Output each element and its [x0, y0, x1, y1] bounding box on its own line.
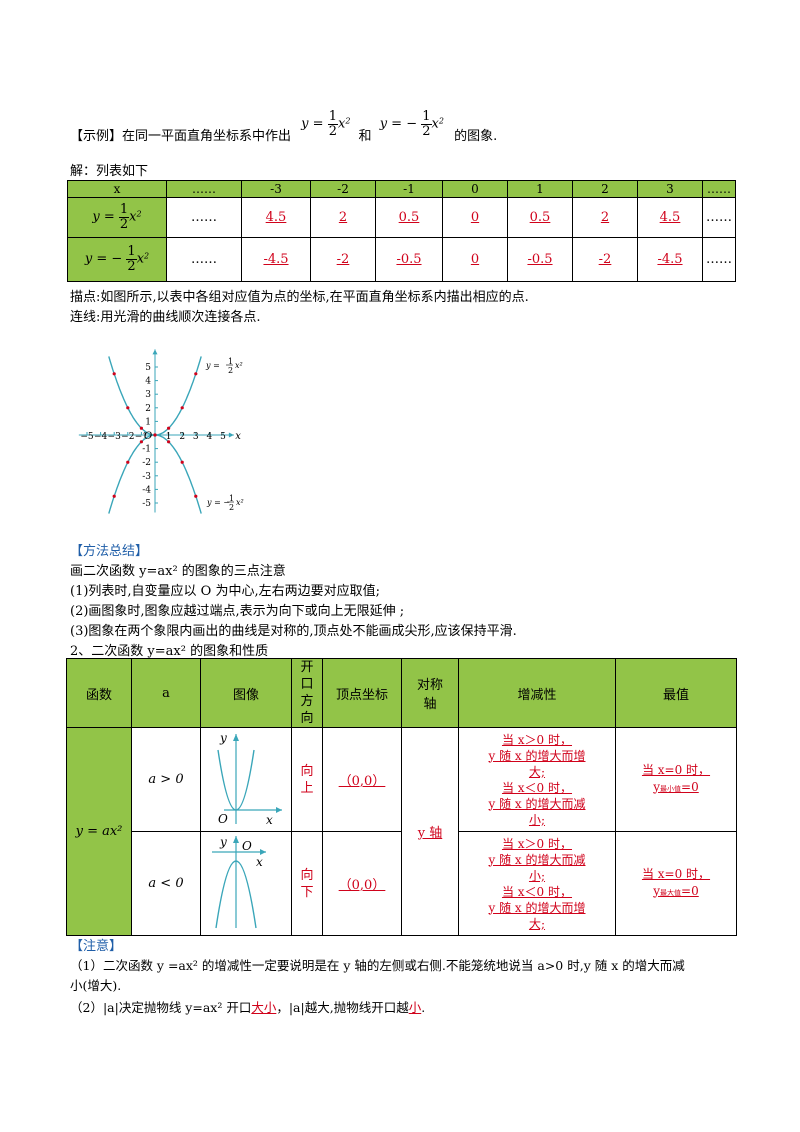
- x-tick-label: −4: [94, 432, 108, 442]
- lower-point: [167, 440, 171, 444]
- svg-text:O: O: [242, 839, 252, 853]
- axis-cell: y 轴: [401, 727, 459, 936]
- curve-label-lhs: y = −: [206, 498, 230, 507]
- y-axis-arrow: [152, 349, 158, 355]
- note-title: 【注意】: [70, 939, 123, 954]
- x-tick-label: 5: [220, 432, 226, 442]
- curve-label-num: 1: [229, 494, 234, 503]
- mono-cell: 当 x＞0 时，y 随 x 的增大而增大;当 x＜0 时，y 随 x 的增大而减…: [458, 727, 616, 832]
- note-p1-cont: 小(增大).: [70, 978, 122, 993]
- y-tick-label: 1: [145, 417, 151, 427]
- x-tick-label: 4: [207, 432, 213, 442]
- graph-points: [112, 372, 198, 498]
- graph-down-cell: y O x: [200, 831, 292, 936]
- x-tick-label: 2: [179, 432, 185, 442]
- curve-label-lhs: y =: [205, 361, 220, 370]
- y-tick-label: -5: [142, 499, 151, 509]
- table-header-row: x …… -3 -2 -1 0 1 2 3 ……: [67, 180, 736, 198]
- curve-label-den: 2: [229, 503, 234, 512]
- method-intro: 画二次函数 y=ax² 的图象的三点注意: [70, 564, 286, 579]
- func-cell: y = ax²: [66, 727, 132, 936]
- note-p1: （1）二次函数 y =ax² 的增减性一定要说明是在 y 轴的左侧或右侧.不能笼…: [70, 958, 685, 973]
- y-tick-label: 2: [145, 404, 151, 414]
- method-item: (2)画图象时,图象应越过端点,表示为向下或向上无限延伸 ;: [70, 604, 405, 619]
- y-tick-label: -2: [142, 458, 151, 468]
- method-title: 【方法总结】: [70, 544, 149, 559]
- table-row: y = ax² a > 0 y O x 向上 （0,0） y 轴 当 x＞0 时…: [66, 727, 737, 936]
- upper-point: [126, 406, 130, 410]
- upper-point: [167, 426, 171, 430]
- curve-label-den: 2: [228, 366, 233, 375]
- properties-header: 函数 a 图像 开口方向 顶点坐标 对称轴 增减性 最值: [66, 658, 737, 728]
- svg-text:x: x: [256, 855, 263, 869]
- connect-text: 连线:用光滑的曲线顺次连接各点.: [70, 310, 261, 325]
- note-p2: （2）|a|决定抛物线 y=ax² 开口大小，|a|越大,抛物线开口越小.: [70, 1000, 426, 1015]
- svg-text:x: x: [266, 813, 273, 826]
- plot-text: 描点:如图所示,以表中各组对应值为点的坐标,在平面直角坐标系内描出相应的点.: [70, 290, 529, 305]
- x-axis-label: x: [235, 431, 241, 442]
- y-tick-label: -4: [142, 485, 151, 495]
- svg-text:y: y: [219, 835, 227, 849]
- section-heading: 2、二次函数 y=ax² 的图象和性质: [70, 644, 269, 659]
- extreme-cell: 当 x=0 时， y最大值=0: [615, 831, 737, 936]
- lower-point: [126, 460, 130, 464]
- mono-cell: 当 x＞0 时，y 随 x 的增大而减小;当 x＜0 时，y 随 x 的增大而增…: [458, 831, 616, 936]
- example-end: 的图象.: [454, 128, 498, 144]
- upper-point: [139, 426, 143, 430]
- mini-graph-down: y O x: [212, 835, 266, 928]
- method-item: (3)图象在两个象限内画出的曲线是对称的,顶点处不能画成尖形,应该保持平滑.: [70, 624, 517, 639]
- graph-axes: [78, 349, 234, 513]
- and-text: 和: [358, 128, 372, 144]
- x-tick-label: 3: [193, 432, 199, 442]
- lower-point: [180, 460, 184, 464]
- svg-text:O: O: [218, 812, 228, 826]
- svg-text:y: y: [219, 731, 227, 745]
- upper-point: [194, 372, 198, 376]
- upper-point: [180, 406, 184, 410]
- x-tick-label: 1: [166, 432, 172, 442]
- origin-label: O: [144, 431, 152, 442]
- x-tick-label: −1: [135, 432, 148, 442]
- properties-table: 函数 a 图像 开口方向 顶点坐标 对称轴 增减性 最值 y = ax² a >…: [66, 658, 737, 936]
- lower-point: [194, 494, 198, 498]
- example-text: 在同一平面直角坐标系中作出: [122, 128, 292, 144]
- extreme-cell: 当 x=0 时， y最小值=0: [615, 727, 737, 832]
- y-tick-label: 5: [145, 363, 151, 373]
- graph-up-cell: y O x: [200, 727, 292, 832]
- curve-label-num: 1: [228, 357, 233, 366]
- curve-label-var: x²: [235, 361, 243, 370]
- mini-graph-up: y O x: [217, 731, 282, 827]
- x-tick-label: −2: [121, 432, 134, 442]
- example-label: 【示例】: [70, 128, 123, 144]
- table-row: a < 0 y O x 向下 （0,0） 当 x＞0 时，y 随 x 的增大而减…: [67, 831, 737, 936]
- y-tick-label: 3: [145, 390, 151, 400]
- y-tick-label: 4: [145, 377, 151, 387]
- upper-point: [112, 372, 116, 376]
- lower-point: [112, 494, 116, 498]
- lower-point: [139, 440, 143, 444]
- solution-line: 解：列表如下: [70, 164, 149, 179]
- x-axis-arrow: [228, 432, 234, 438]
- curve-label-var: x²: [236, 498, 244, 507]
- x-tick-label: −5: [80, 432, 94, 442]
- method-item: (1)列表时,自变量应以 O 为中心,左右两边要对应取值;: [70, 584, 380, 599]
- y-tick-label: -3: [142, 472, 151, 482]
- y-tick-label: -1: [142, 445, 151, 455]
- x-tick-label: −3: [108, 432, 122, 442]
- lower-point: [153, 433, 157, 437]
